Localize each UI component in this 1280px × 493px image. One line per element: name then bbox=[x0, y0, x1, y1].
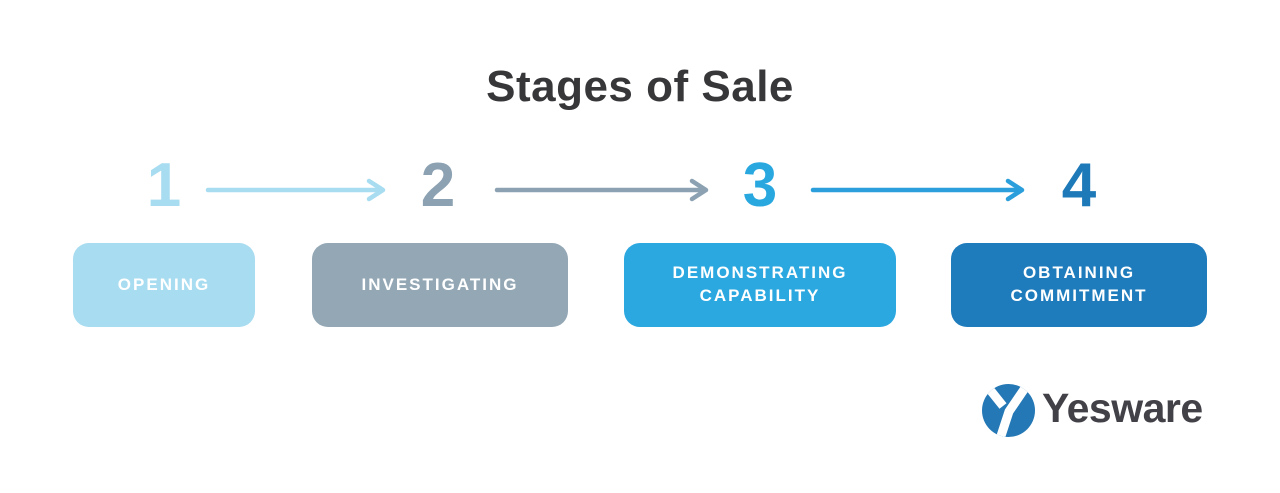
arrow-right-icon bbox=[494, 178, 709, 202]
stage-label: INVESTIGATING bbox=[361, 274, 519, 294]
stage-1-number: 1 bbox=[146, 151, 182, 220]
stage-box-investigating: INVESTIGATING bbox=[312, 243, 568, 327]
arrow-right-icon bbox=[205, 178, 386, 202]
stage-box-obtaining-commitment: OBTAINING COMMITMENT bbox=[951, 243, 1207, 327]
yesware-y-icon bbox=[982, 384, 1035, 437]
stage-box-demonstrating-capability: DEMONSTRATING CAPABILITY bbox=[624, 243, 896, 327]
diagram-title: Stages of Sale bbox=[486, 62, 794, 111]
yesware-wordmark: Yesware bbox=[1042, 385, 1203, 431]
stage-4-number: 4 bbox=[1061, 151, 1097, 220]
yesware-logo: Yesware bbox=[982, 384, 1203, 437]
stage-box-opening: OPENING bbox=[73, 243, 255, 327]
stage-2-number: 2 bbox=[420, 151, 456, 220]
arrow-right-icon bbox=[810, 178, 1025, 202]
stage-3-number: 3 bbox=[742, 151, 778, 220]
stage-label: OBTAINING COMMITMENT bbox=[1010, 263, 1148, 305]
stage-label: DEMONSTRATING CAPABILITY bbox=[672, 263, 848, 305]
stage-label: OPENING bbox=[117, 274, 211, 294]
